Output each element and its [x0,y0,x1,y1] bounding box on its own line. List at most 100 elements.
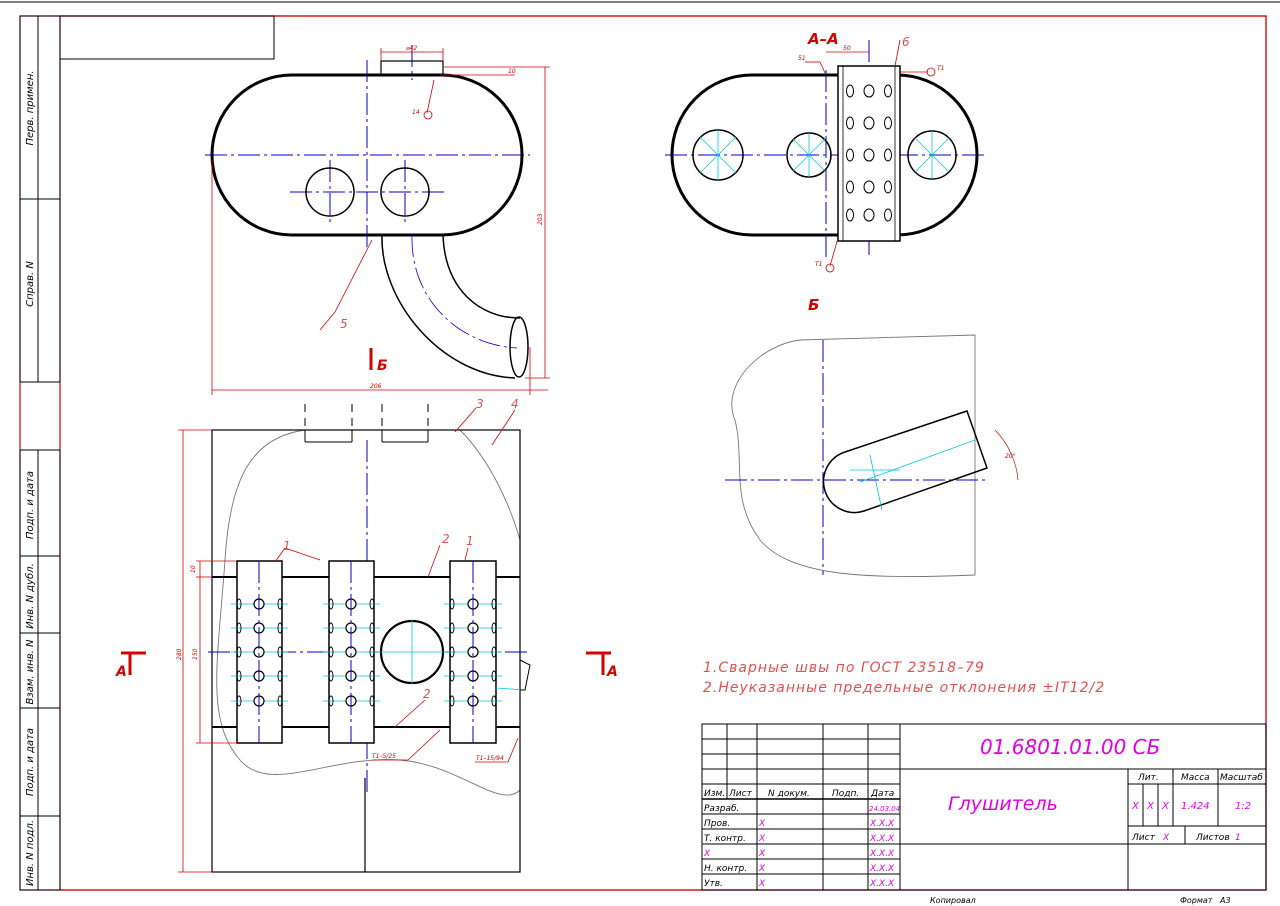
perforation-hole-edge [449,670,455,682]
footer-format-value: A3 [1219,896,1231,905]
section-mark-a-right: A [586,651,618,680]
front-view: 280 150 10 T1–5/25 T1–15/94 1 2 1 2 3 4 … [115,397,618,873]
leader-1-left-label: 1 [283,539,291,553]
perforation-hole-edge [277,646,283,658]
marker-14: 14 [412,109,420,116]
dim-d42: ⌀42 [406,45,417,52]
perforation-hole-edge [277,598,283,610]
perforation-hole-edge [369,622,375,634]
lit-3: X [1161,801,1170,812]
date-prov: X.X.X [869,819,895,829]
section-aa-view: 50 51 T1 T1 6 A–A [665,30,985,273]
perforation-hole-edge [277,622,283,634]
perforation-hole-edge [277,670,283,682]
name-mark-nkontr: X [758,864,766,874]
name-mark-tkontr: X [758,834,766,844]
perforation-hole-edge [236,622,242,634]
sidebar-podp-data-1: Подп. и дата [25,471,36,539]
list-label: Лист [1131,833,1156,843]
top-view: ⌀42 10 203 206 14 5 Б [205,45,550,395]
sheet-footer: Копировал Формат A3 [930,896,1231,905]
perforation-hole [863,116,875,130]
footer-format: Формат [1180,896,1213,905]
perforation-hole-edge [236,695,242,707]
view-b-break-outline [731,334,976,578]
perforation-hole [884,84,892,98]
inlet-hole-right [380,167,430,217]
note-line-2: 2.Неуказанные предельные отклонения ±IT1… [703,680,1105,696]
dim-10-front: 10 [190,565,197,573]
dim-280: 280 [176,648,183,660]
marker-t1-top: T1 [937,65,944,72]
perforation-hole [863,208,875,222]
perforation-hole [846,84,854,98]
dim-206: 206 [370,383,382,390]
perforation-hole [884,208,892,222]
svg-text:Б: Б [377,358,388,374]
perforation-hole-edge [277,695,283,707]
inlet-hole-left [305,167,355,217]
perforation-hole-edge [328,670,334,682]
muffler-body-outline [210,73,524,237]
sidebar-inv-n-podl: Инв. N подл. [25,820,36,886]
leader-1-right-label: 1 [466,534,474,548]
perforation-hole-edge [369,598,375,610]
sidebar-sprav-n: Справ. N [25,261,36,307]
listov-label: Листов [1195,833,1230,843]
perforation-hole-edge [491,598,497,610]
name-mark-utv: X [758,879,766,889]
drawing-designation: 01.6801.01.00 СБ [980,735,1160,759]
svg-text:A: A [606,664,618,680]
view-b-pipe-outline [822,410,988,514]
perforation-hole-edge [449,622,455,634]
perforation-hole [846,116,854,130]
date-nkontr: X.X.X [869,864,895,874]
perforation-hole-edge [491,670,497,682]
perforation-hole-edge [449,695,455,707]
lit-label: Лит. [1137,773,1159,783]
perforation-hole-edge [328,695,334,707]
perforation-hole-edge [491,695,497,707]
title-block [701,723,1267,891]
perforation-hole-edge [328,646,334,658]
lit-2: X [1146,801,1155,812]
footer-kopiroval: Копировал [930,896,976,905]
view-b: Б 20° [725,296,1019,578]
section-aa-title: A–A [807,30,839,48]
hdr-izm: Изм. [704,789,725,799]
row-tkontr: Т. контр. [704,834,746,844]
leader-6-label: 6 [902,35,910,49]
list-value: X [1162,833,1170,843]
massa-label: Масса [1181,773,1210,783]
dim-20deg: 20° [1005,453,1016,460]
title-block-text: 01.6801.01.00 СБ Глушитель Изм. Лист N д… [703,735,1263,889]
perforation-hole [846,180,854,194]
svg-text:A: A [115,664,127,680]
section-aa-body-outline [670,73,979,237]
perforation-hole [846,208,854,222]
leader-2-bottom-label: 2 [423,687,431,701]
perforation-hole-edge [369,670,375,682]
perforation-hole-edge [449,598,455,610]
view-b-title: Б [808,296,819,314]
hdr-data: Дата [870,789,894,799]
marker-t1-bottom: T1 [815,261,822,268]
technical-notes: 1.Сварные швы по ГОСТ 23518–79 2.Неуказа… [703,660,1105,696]
dim-51: 51 [798,55,806,62]
section-mark-a-left: A [115,651,146,680]
perforation-hole [863,148,875,162]
lit-1: X [1131,801,1140,812]
sidebar-stamp [19,15,61,891]
section-mark-b: Б [369,348,388,374]
perforation-hole [863,180,875,194]
row-x: X [703,849,711,859]
perforation-hole [884,180,892,194]
perforation-hole-edge [449,646,455,658]
perforation-hole-edge [491,622,497,634]
perforation-hole [884,116,892,130]
masshtab-label: Масштаб [1220,773,1263,783]
row-prov: Пров. [704,819,730,829]
masshtab-value: 1:2 [1235,801,1251,812]
perforation-hole [863,84,875,98]
date-x: X.X.X [869,849,895,859]
